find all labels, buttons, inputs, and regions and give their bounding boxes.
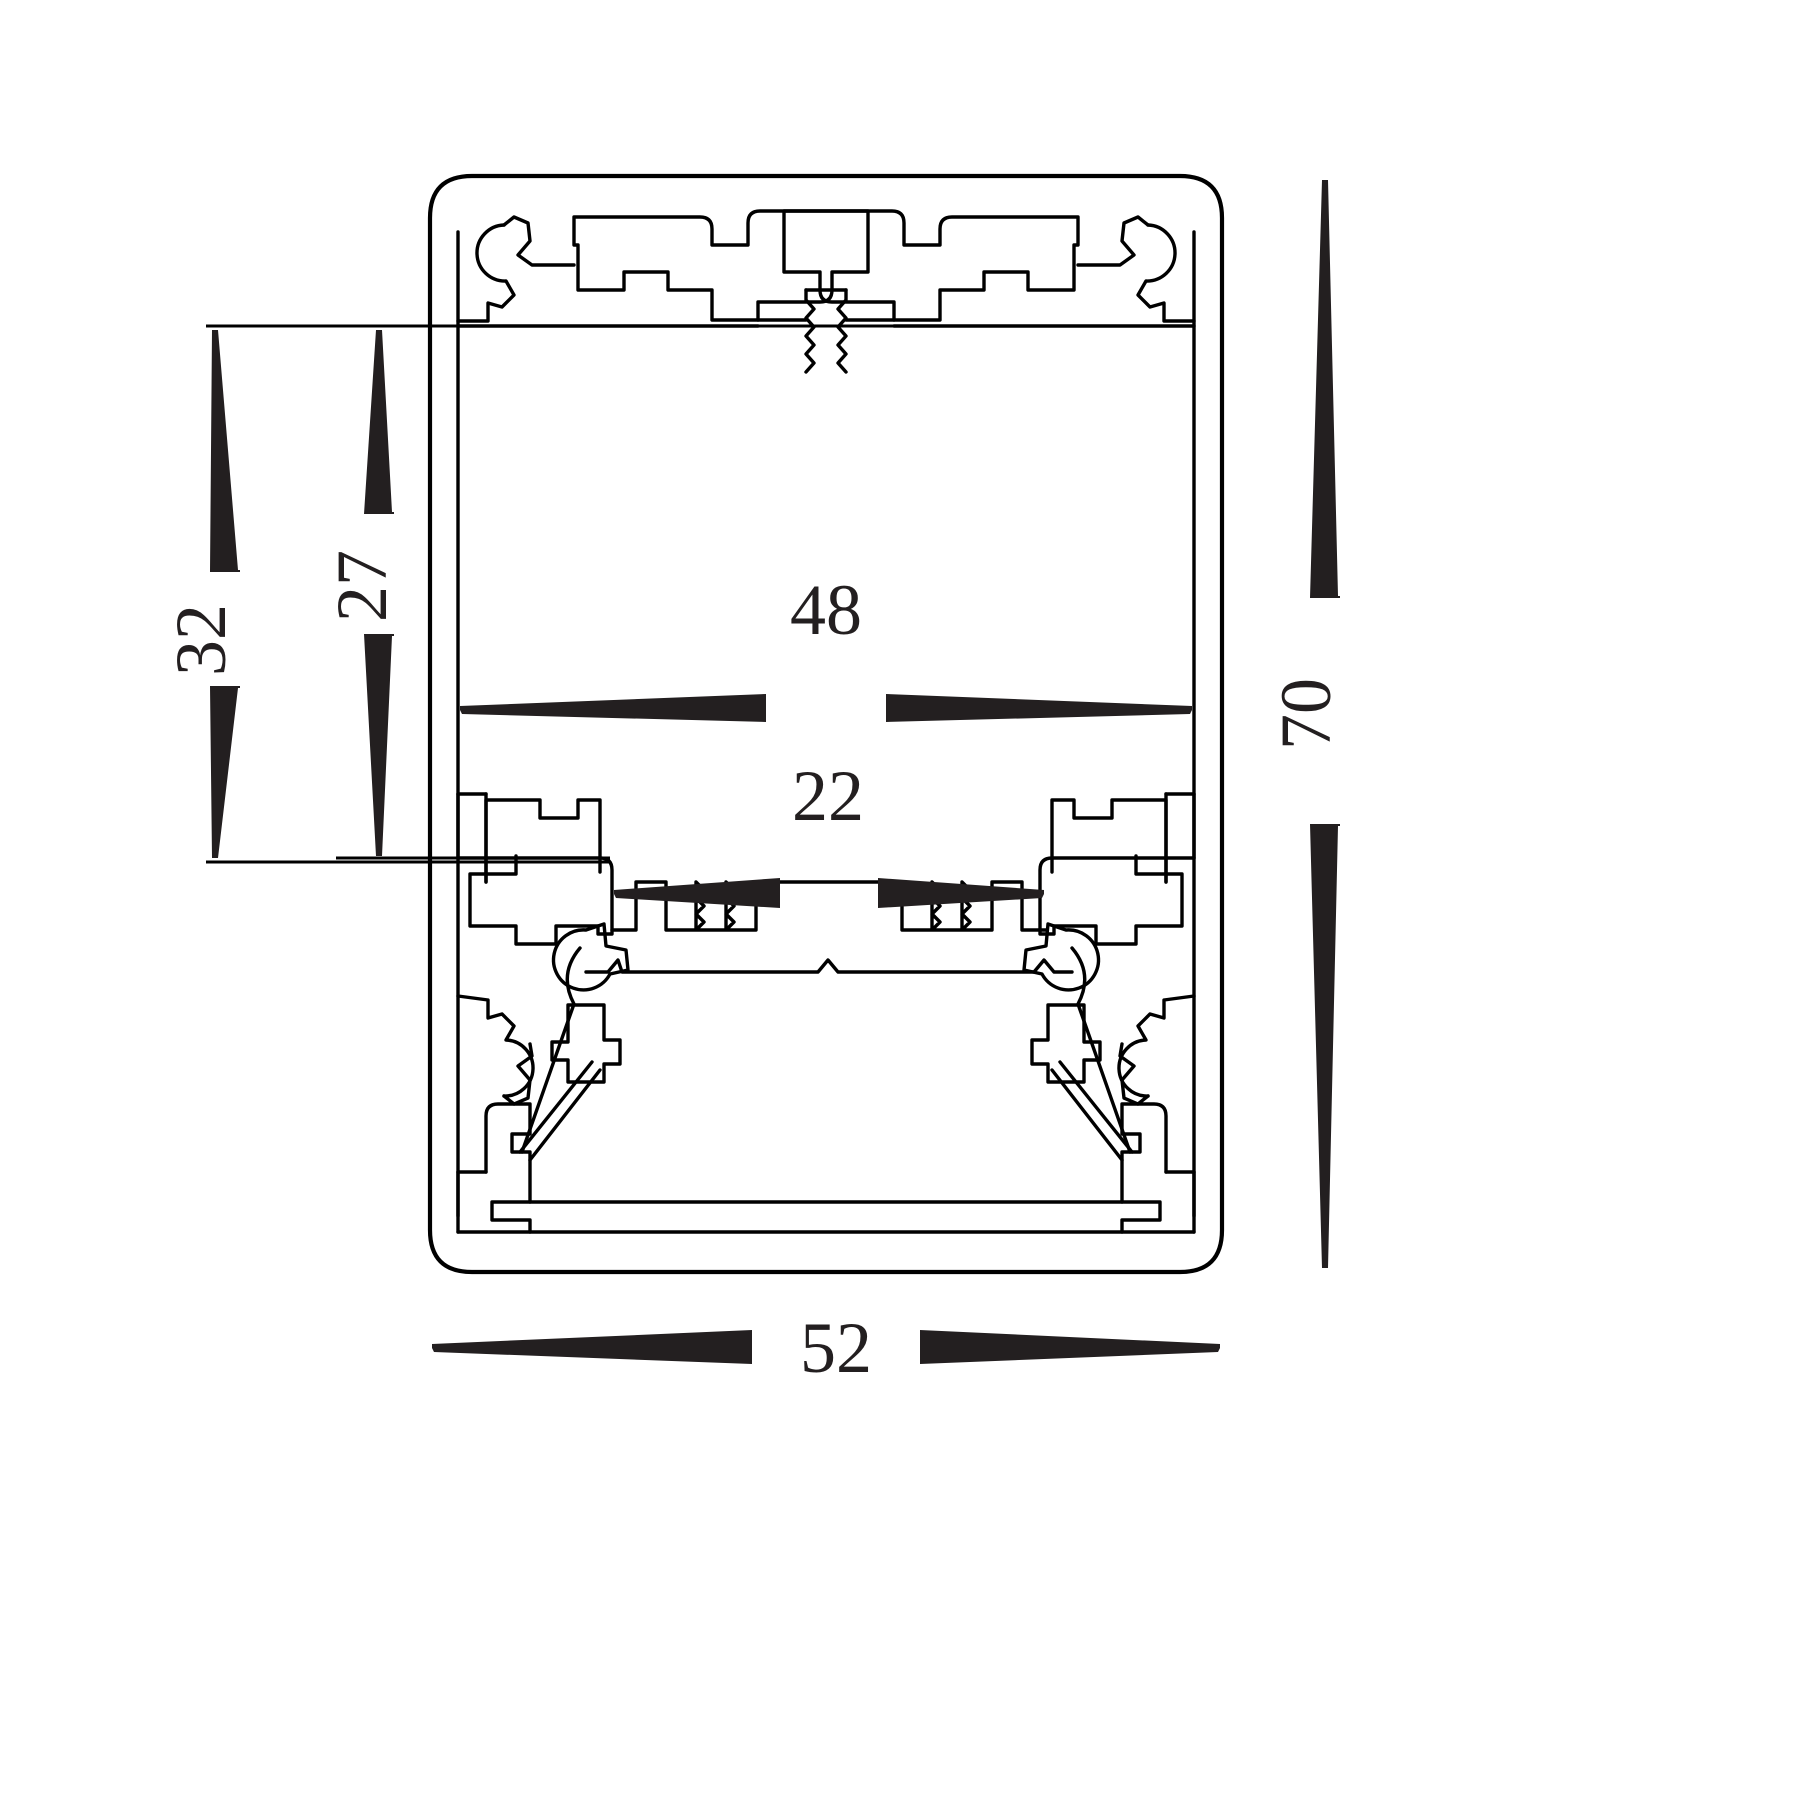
arrow-27-down — [364, 634, 394, 856]
dimension-22-label: 22 — [792, 756, 864, 836]
top-rail-left — [572, 209, 870, 322]
arrow-70-up — [1310, 180, 1340, 598]
dimension-48-label: 48 — [790, 570, 862, 650]
witness-lines — [206, 324, 1118, 864]
diffuser-seat-left — [456, 1102, 532, 1234]
dimension-48: 48 — [460, 570, 1192, 722]
dimension-27: 27 — [322, 330, 402, 856]
dimension-27-label: 27 — [322, 550, 402, 622]
dimension-70: 70 — [1266, 180, 1346, 1268]
arrow-22-left — [614, 878, 780, 908]
dimension-70-label: 70 — [1266, 678, 1346, 750]
dimension-22: 22 — [614, 756, 1044, 908]
top-rail-right — [782, 209, 1080, 322]
screw-boss-top-left — [456, 215, 576, 323]
dimension-52-label: 52 — [800, 1308, 872, 1388]
arrow-27-up — [364, 330, 394, 514]
extrusion-outer-body — [427, 173, 1225, 1275]
arrow-70-down — [1310, 824, 1340, 1268]
diffuser-hook-right — [1022, 922, 1132, 1154]
lower-shelf-right — [1038, 792, 1196, 946]
arrow-48-left — [460, 694, 766, 722]
lower-shelf-left — [456, 792, 614, 946]
arrow-32-down — [210, 686, 240, 858]
screw-boss-bottom-left — [456, 994, 535, 1106]
dimension-32: 32 — [161, 330, 241, 858]
diffuser-seat-right — [1120, 1102, 1196, 1234]
diffuser-panel-bottom — [528, 1200, 1124, 1234]
extrusion-inner-wall — [456, 230, 1196, 1218]
arrow-48-right — [886, 694, 1192, 722]
arrow-32-up — [210, 330, 240, 572]
diffuser-hook-left — [520, 922, 630, 1154]
arrow-22-right — [878, 878, 1044, 908]
dimension-32-label: 32 — [161, 604, 241, 676]
dimension-52: 52 — [432, 1308, 1220, 1388]
arrow-52-left — [432, 1330, 752, 1364]
arrow-52-right — [920, 1330, 1220, 1364]
screw-boss-bottom-right — [1117, 994, 1196, 1106]
reflector-clip-right — [1030, 1003, 1134, 1162]
screw-boss-top-right — [1076, 215, 1196, 323]
central-screw-channel — [756, 288, 896, 374]
reflector-clip-left — [518, 1003, 622, 1162]
